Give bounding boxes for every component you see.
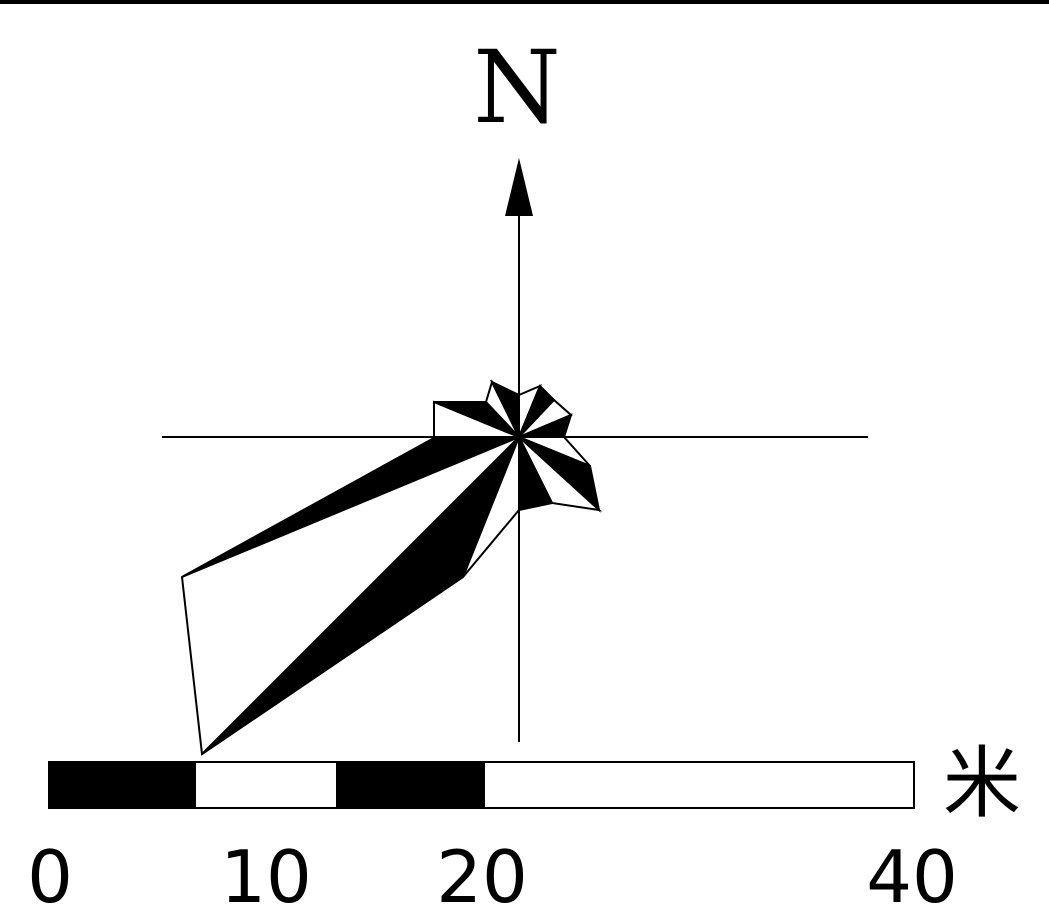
north-label: N (473, 29, 561, 146)
scale-bar (48, 761, 915, 809)
scale-segment-3 (336, 761, 485, 809)
north-arrow-icon (505, 158, 533, 216)
scale-tick-40: 40 (866, 835, 958, 916)
scale-tick-20: 20 (436, 835, 528, 916)
scale-segment-4 (483, 761, 915, 809)
wind-rose (180, 379, 603, 756)
scale-tick-10: 10 (220, 835, 312, 916)
scale-segment-2 (194, 761, 338, 809)
scale-tick-0: 0 (27, 835, 73, 916)
frame-top-border (0, 0, 1049, 4)
scale-segment-1 (48, 761, 196, 809)
wind-rose-petal-s (462, 436, 520, 578)
scale-unit-label: 米 (943, 739, 1021, 829)
